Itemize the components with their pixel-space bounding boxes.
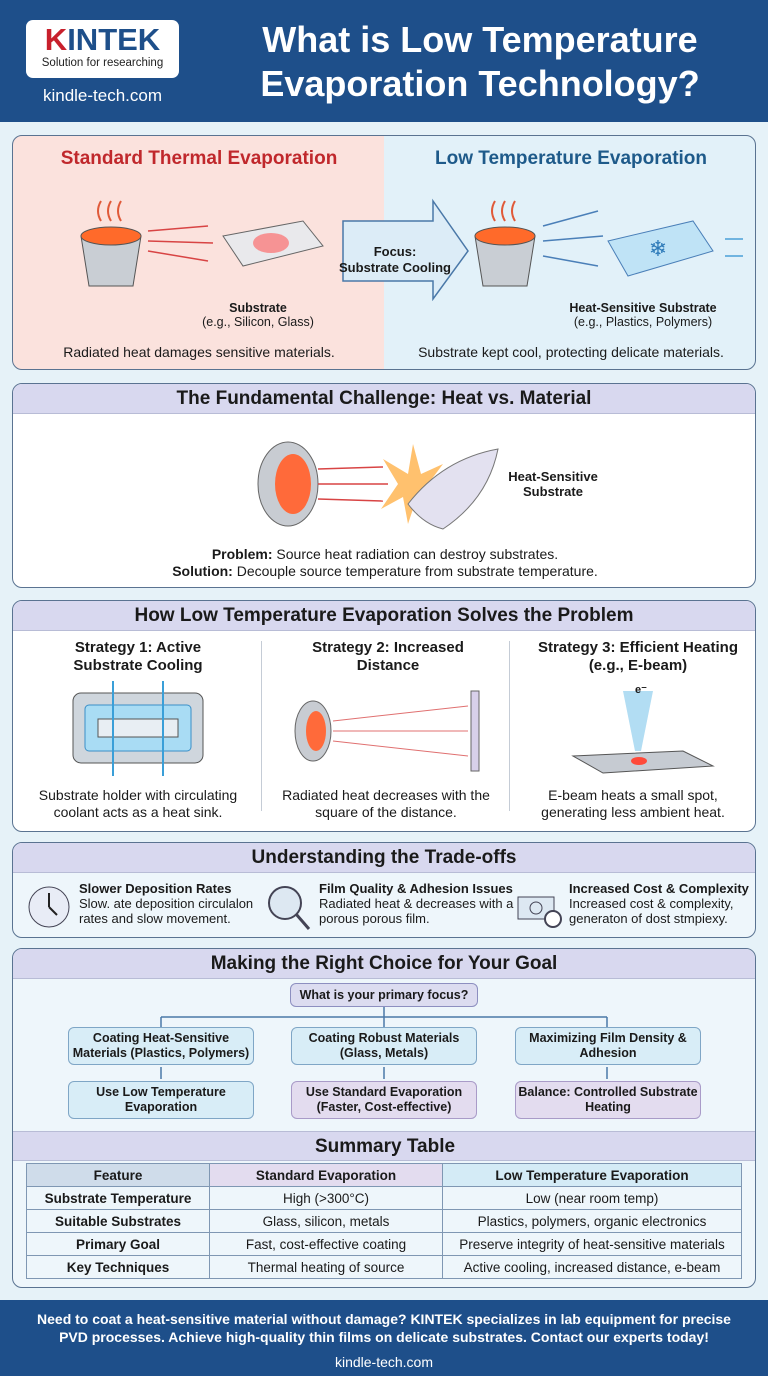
summary-table: Feature Standard Evaporation Low Tempera…: [26, 1163, 742, 1279]
kintek-logo[interactable]: KINTEK Solution for researching: [26, 20, 179, 78]
goal-robust: Coating Robust Materials (Glass, Metals): [291, 1027, 477, 1065]
heat-vs-material-illustration: [257, 441, 499, 530]
standard-caption: Radiated heat damages sensitive material…: [63, 344, 335, 360]
answer-standard: Use Standard Evaporation (Faster, Cost-e…: [291, 1081, 477, 1119]
strategy-3-desc: E-beam heats a small spot, generating le…: [541, 787, 725, 820]
low-temp-caption: Substrate kept cool, protecting delicate…: [418, 344, 724, 360]
arrow-focus-icon: [342, 198, 469, 301]
goal-density: Maximizing Film Density & Adhesion: [515, 1027, 701, 1065]
problem-solution-text: Problem: Source heat radiation can destr…: [172, 546, 598, 579]
summary-title: Summary Table: [13, 1131, 755, 1161]
comparison-illustration: ❄: [80, 198, 743, 301]
header: KINTEK Solution for researching kindle-t…: [0, 0, 768, 122]
magnifier-icon: [268, 886, 311, 930]
footer: Need to coat a heat-sensitive material w…: [0, 1300, 768, 1376]
logo-tagline: Solution for researching: [41, 57, 164, 69]
cooled-substrate-icon: ❄: [607, 220, 714, 277]
electron-label: e⁻: [635, 684, 647, 696]
strategy-3-title: Strategy 3: Efficient Heating (e.g., E-b…: [537, 639, 739, 674]
tradeoffs-section: Understanding the Trade-offs Slower Depo…: [12, 842, 756, 938]
clock-icon: [28, 886, 70, 928]
challenge-section: The Fundamental Challenge: Heat vs. Mate…: [12, 383, 756, 588]
ebeam-illustration: [571, 691, 715, 774]
strategy-2-desc: Radiated heat decreases with the square …: [282, 787, 490, 820]
tradeoffs-title: Understanding the Trade-offs: [13, 843, 755, 873]
logo-wordmark: KINTEK: [44, 22, 161, 57]
crucible-icon: [80, 200, 142, 287]
answer-balance: Balance: Controlled Substrate Heating: [515, 1081, 701, 1119]
svg-text:❄: ❄: [649, 236, 667, 261]
decision-question: What is your primary focus?: [290, 983, 478, 1007]
decision-connectors: [160, 1007, 608, 1079]
goal-heat-sensitive: Coating Heat-Sensitive Materials (Plasti…: [68, 1027, 254, 1065]
focus-arrow-label: Focus:Substrate Cooling: [339, 244, 451, 275]
strategy-1-desc: Substrate holder with circulating coolan…: [38, 787, 238, 820]
strategy-2-title: Strategy 2: Increased Distance: [312, 639, 464, 674]
low-temp-title: Low Temperature Evaporation: [434, 148, 708, 169]
substrate-callout: Heat-Sensitive Substrate: [508, 469, 598, 499]
answer-low-temp: Use Low Temperature Evaporation: [68, 1081, 254, 1119]
low-temp-substrate-label: Heat-Sensitive Substrate(e.g., Plastics,…: [569, 301, 717, 329]
distance-illustration: [294, 690, 480, 772]
header-url[interactable]: kindle-tech.com: [42, 86, 163, 105]
challenge-title: The Fundamental Challenge: Heat vs. Mate…: [13, 384, 755, 414]
standard-substrate-label: Substrate(e.g., Silicon, Glass): [202, 301, 314, 329]
footer-cta: Need to coat a heat-sensitive material w…: [37, 1311, 731, 1345]
table-header-row: Feature Standard Evaporation Low Tempera…: [26, 1163, 742, 1187]
strategies-section: How Low Temperature Evaporation Solves t…: [12, 600, 756, 832]
money-gear-icon: [517, 896, 562, 928]
standard-title: Standard Thermal Evaporation: [60, 148, 338, 169]
cooling-holder-icon: [72, 681, 204, 776]
substrate-icon: [222, 220, 324, 267]
strategies-title: How Low Temperature Evaporation Solves t…: [13, 601, 755, 631]
strategy-1-title: Strategy 1: Active Substrate Cooling: [73, 639, 203, 674]
footer-url[interactable]: kindle-tech.com: [334, 1354, 434, 1370]
decision-title: Making the Right Choice for Your Goal: [13, 949, 755, 979]
page-title: What is Low Temperature Evaporation Tech…: [260, 19, 700, 104]
comparison-section: Standard Thermal Evaporation Low Tempera…: [12, 135, 756, 370]
